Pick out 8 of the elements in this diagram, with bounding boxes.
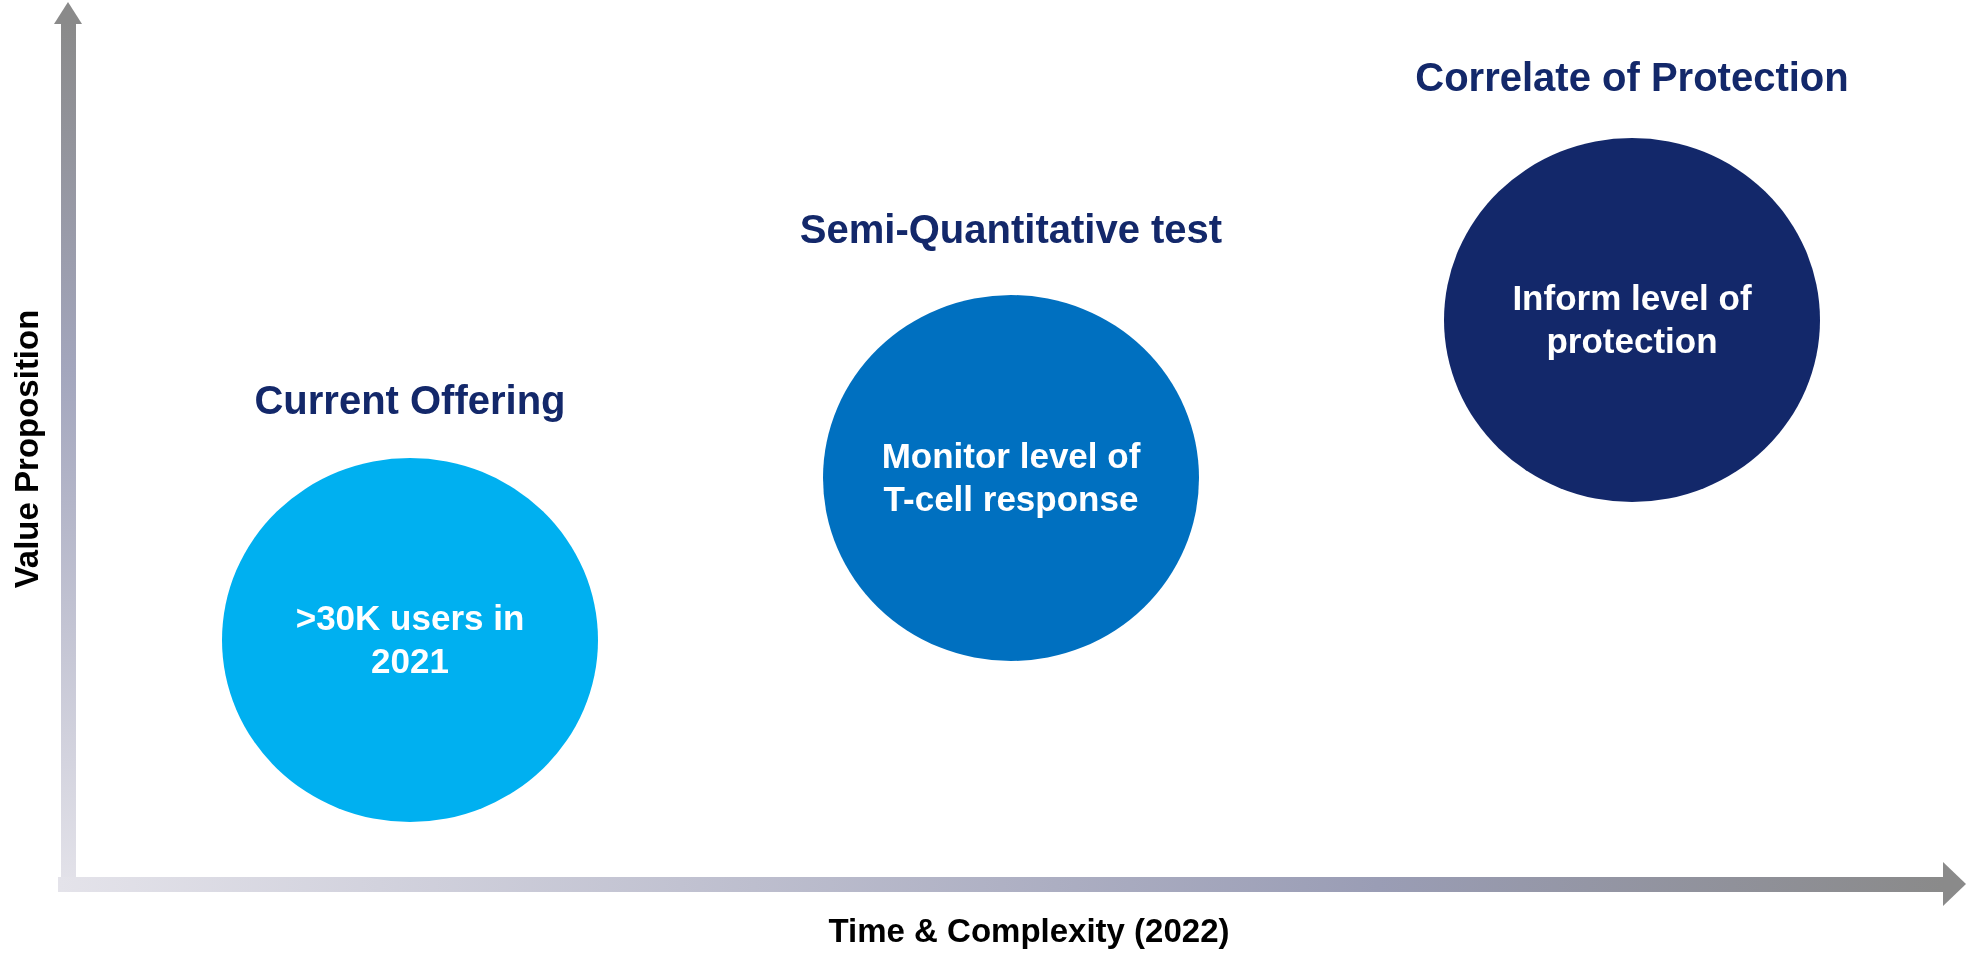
axis-title: Value Proposition — [8, 309, 46, 589]
bubble-heading: Current Offering — [253, 378, 567, 423]
bubble-text: Inform level of protection — [1511, 277, 1753, 362]
bubble-text: >30K users in 2021 — [294, 597, 526, 682]
axis-title: Time & Complexity (2022) — [828, 912, 1230, 950]
bubble-text: Monitor level of T-cell response — [880, 435, 1142, 520]
bubble-heading: Semi-Quantitative test — [798, 207, 1224, 252]
bubble-heading: Correlate of Protection — [1414, 55, 1850, 100]
